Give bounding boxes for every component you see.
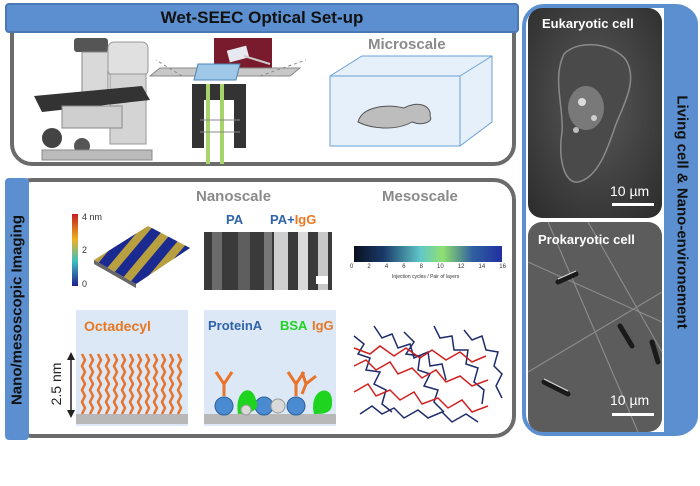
colorbar-caption: Injection cycles / Pair of layers (392, 274, 460, 280)
colorbar-ticks: 0 2 4 6 8 10 12 14 16 (350, 264, 506, 270)
pa-label: PA (226, 212, 244, 227)
sem-stripes-image (204, 232, 332, 290)
colorbar-tick: 8 (419, 264, 423, 270)
living-cell-vertical-label: Living cell & Nano-environement (673, 95, 691, 329)
colorbar-tick: 2 (367, 264, 371, 270)
prokaryotic-label: Prokaryotic cell (538, 232, 635, 247)
microscale-chamber (329, 55, 493, 147)
igg-text: IgG (294, 212, 317, 227)
pa-plus-text: PA+ (270, 212, 295, 227)
prokaryotic-cell-image (527, 221, 663, 433)
microscale-label: Microscale (368, 36, 446, 53)
microscope-illustration (34, 38, 153, 161)
colorbar-tick: 12 (457, 264, 465, 270)
colorbar-tick: 14 (478, 264, 486, 270)
colorbar-tick: 16 (499, 264, 506, 270)
stage-holder-illustration (148, 59, 307, 164)
scale-text-bottom: 10 µm (610, 392, 650, 408)
mesoscale-colorbar (354, 246, 502, 262)
colorbar-tick: 0 (350, 264, 354, 270)
eukaryotic-label: Eukaryotic cell (542, 16, 634, 31)
bsa-label: BSA (280, 318, 308, 333)
right-side-bar (664, 6, 698, 434)
nanoscale-label: Nanoscale (196, 188, 272, 205)
setup-title: Wet-SEEC Optical Set-up (5, 3, 519, 33)
afm-surface-image (94, 226, 190, 288)
scale-text-top: 10 µm (610, 183, 650, 199)
mesoscale-label: Mesoscale (382, 188, 458, 205)
afm-scale-bottom: 0 (82, 279, 88, 289)
octadecyl-schematic (76, 310, 188, 426)
imaging-vertical-label: Nano/mesoscopic Imaging (8, 214, 26, 406)
pa-igg-label: PA+IgG (270, 212, 316, 227)
eukaryotic-cell-image (528, 8, 662, 218)
protein-schematic (204, 310, 336, 426)
colorbar-tick: 10 (437, 264, 444, 270)
octadecyl-label: Octadecyl (84, 318, 151, 334)
scale-bar-bottom (612, 413, 654, 416)
scale-bar-top (612, 203, 654, 206)
thickness-arrow (67, 352, 75, 418)
igg-schematic-label: IgG (312, 318, 334, 333)
colorbar-tick: 6 (402, 264, 406, 270)
proteina-label: ProteinA (208, 318, 263, 333)
thickness-label: 2.5 nm (48, 362, 64, 406)
afm-colorscale (72, 214, 78, 286)
colorbar-tick: 4 (384, 264, 389, 270)
afm-scale-top: 4 nm (82, 212, 103, 222)
afm-scale-mid: 2 (82, 245, 88, 255)
imaging-side-bar (5, 178, 29, 440)
polymer-network (353, 325, 503, 423)
